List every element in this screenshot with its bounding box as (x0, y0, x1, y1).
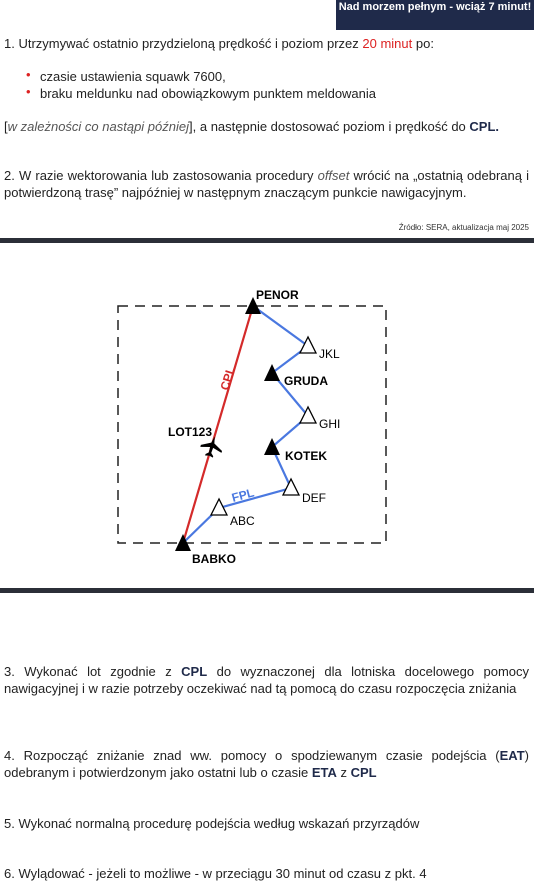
babko-label: BABKO (192, 552, 236, 566)
source-note: Źródło: SERA, aktualizacja maj 2025 (398, 223, 529, 232)
aircraft-label: LOT123 (168, 425, 212, 439)
aircraft-icon (200, 436, 223, 458)
bullet-dot: • (26, 84, 31, 99)
def-label: DEF (302, 491, 326, 505)
step-2-italic: offset (317, 168, 350, 183)
jkl-point-icon (298, 335, 318, 354)
step-4: 4. Rozpocząć zniżanie znad ww. pomocy o … (4, 747, 529, 781)
bullet-dot: • (26, 67, 31, 82)
step-3-bold: CPL (181, 664, 208, 679)
jkl-label: JKL (319, 347, 340, 361)
area-boundary (117, 305, 387, 544)
step-3-suffix: do wyznaczonej dla lotniska docelowego p… (4, 664, 530, 696)
fpl-route-label: FPL (230, 486, 256, 505)
step-1-prefix: 1. Utrzymywać ostatnio przydzieloną pręd… (4, 36, 363, 51)
kotek-point-icon (264, 438, 280, 455)
step-2-suffix: wrócić na „ostatnią odebraną i potwierdz… (4, 168, 530, 200)
note-bold: CPL. (469, 119, 500, 134)
divider (0, 588, 534, 593)
step-1-suffix: po: (412, 36, 434, 51)
ghi-point-icon (298, 405, 318, 424)
route-diagram: PENOR JKL GRUDA GHI KOTEK DEF ABC BABKO … (117, 288, 387, 566)
abc-point-icon (209, 497, 229, 516)
cpl-route-line (181, 305, 255, 544)
bullet-item: czasie ustawienia squawk 7600, (40, 69, 226, 84)
step-4-eta: ETA (311, 765, 337, 780)
header-badge: Nad morzem pełnym - wciąż 7 minut! (336, 0, 534, 30)
divider (0, 238, 534, 243)
note-close: ], a następnie dostosować poziom i prędk… (189, 119, 470, 134)
step-4-prefix: 4. Rozpocząć zniżanie znad ww. pomocy o … (4, 748, 500, 763)
gruda-point-icon (264, 364, 280, 381)
step-1-highlight: 20 minut (362, 36, 413, 51)
ghi-label: GHI (319, 417, 340, 431)
cpl-route-label: CPL (217, 365, 237, 392)
kotek-label: KOTEK (285, 449, 327, 463)
step-1: 1. Utrzymywać ostatnio przydzieloną pręd… (4, 35, 532, 52)
step-4-eat: EAT (499, 748, 525, 763)
step-3: 3. Wykonać lot zgodnie z CPL do wyznaczo… (4, 663, 529, 697)
note-open: [ (4, 119, 8, 134)
gruda-label: GRUDA (284, 374, 328, 388)
def-point-icon (281, 477, 301, 496)
bullet-item: braku meldunku nad obowiązkowym punktem … (40, 86, 377, 101)
step-4-z: z (336, 765, 351, 780)
step-6: 6. Wylądować - jeżeli to możliwe - w prz… (4, 866, 427, 881)
penor-label: PENOR (256, 288, 299, 302)
penor-point-icon (245, 297, 261, 314)
step-2: 2. W razie wektorowania lub zastosowania… (4, 167, 529, 201)
step-4-middle: ) odebranym i potwierdzonym jako ostatni… (4, 748, 529, 780)
step-4-cpl: CPL (350, 765, 377, 780)
step-5: 5. Wykonać normalną procedurę podejścia … (4, 816, 420, 831)
abc-label: ABC (230, 514, 255, 528)
step-3-prefix: 3. Wykonać lot zgodnie z (4, 664, 182, 679)
step-1-note: [w zależności co nastąpi później], a nas… (4, 118, 532, 135)
step-2-prefix: 2. W razie wektorowania lub zastosowania… (4, 168, 318, 183)
babko-point-icon (175, 534, 191, 551)
note-italic: w zależności co nastąpi później (7, 119, 190, 134)
